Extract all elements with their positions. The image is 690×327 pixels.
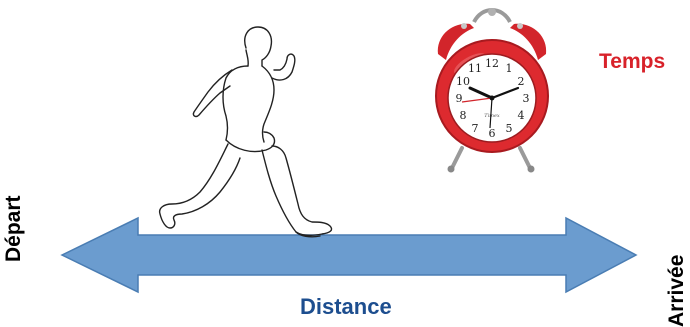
alarm-clock-icon: 12 1 2 3 4 5 6 7 8 9 10 11 Timex	[436, 8, 548, 173]
clock-numeral-10: 10	[456, 75, 470, 88]
clock-numeral-9: 9	[456, 92, 463, 105]
clock-numeral-2: 2	[518, 75, 525, 88]
runner-icon	[160, 27, 332, 237]
clock-numeral-11: 11	[468, 62, 482, 75]
clock-numeral-8: 8	[460, 109, 467, 122]
clock-numeral-3: 3	[523, 92, 530, 105]
time-label: Temps	[599, 50, 665, 74]
clock-numeral-4: 4	[518, 109, 525, 122]
clock-numeral-1: 1	[506, 62, 513, 75]
clock-numeral-12: 12	[485, 57, 499, 70]
double-arrow-icon	[62, 218, 636, 292]
clock-numeral-5: 5	[506, 122, 513, 135]
clock-numeral-7: 7	[472, 122, 479, 135]
start-label: Départ	[2, 195, 26, 262]
clock-brand: Timex	[484, 113, 500, 119]
distance-label: Distance	[300, 294, 392, 320]
finish-label: Arrivée	[665, 255, 689, 327]
clock-numeral-6: 6	[489, 127, 496, 140]
